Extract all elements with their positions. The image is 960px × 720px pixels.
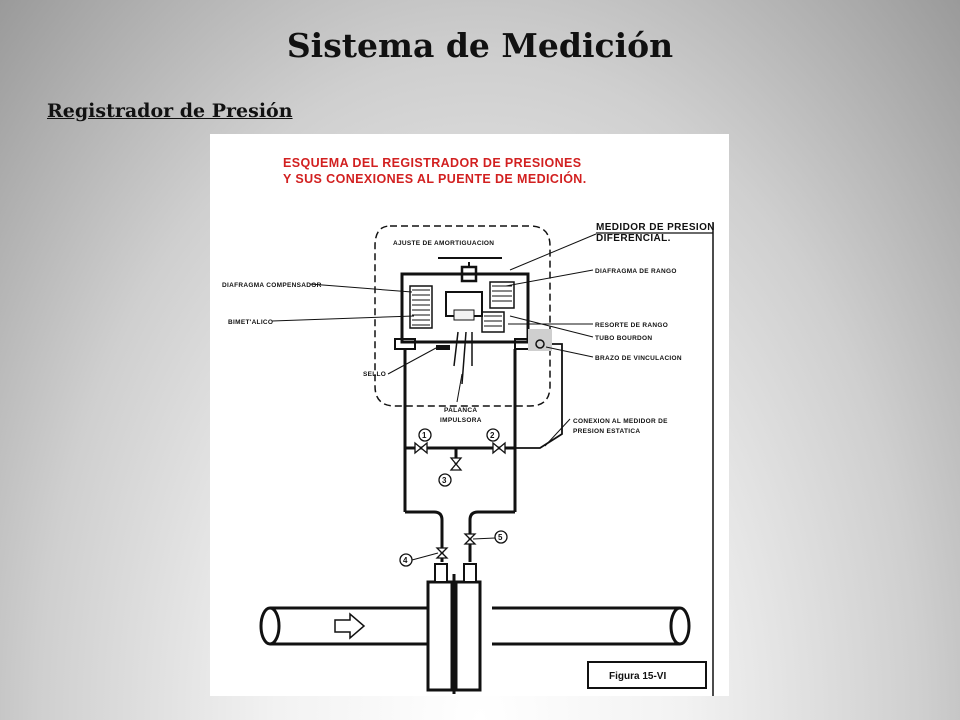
diagram-canvas: ESQUEMA DEL REGISTRADOR DE PRESIONES Y S…	[222, 156, 715, 696]
valve-2-marker	[486, 428, 500, 442]
diagram-heading-line2: Y SUS CONEXIONES AL PUENTE DE MEDICIÓN.	[283, 171, 587, 186]
valve-4-label: 4	[403, 556, 408, 565]
label-sello: SELLO	[363, 371, 386, 378]
label-conexion-line2: PRESION ESTATICA	[573, 428, 640, 435]
slide-title: Sistema de Medición	[286, 26, 674, 65]
valve-3-label: 3	[442, 476, 447, 485]
slide-subtitle: Registrador de Presión	[47, 100, 293, 122]
label-palanca-line1: PALANCA	[444, 407, 477, 414]
label-conexion-line1: CONEXION AL MEDIDOR DE	[573, 418, 668, 425]
figure-caption: Figura 15-VI	[609, 671, 666, 682]
orifice-flange-assembly	[259, 563, 691, 694]
diagram-heading-line1: ESQUEMA DEL REGISTRADOR DE PRESIONES	[283, 156, 581, 170]
differential-pressure-cell	[394, 257, 552, 385]
valve-3-marker	[438, 473, 452, 487]
label-medidor-line2: DIFERENCIAL.	[596, 233, 671, 244]
label-resorte-rango: RESORTE DE RANGO	[595, 322, 668, 329]
valve-1-label: 1	[422, 431, 427, 440]
label-palanca-line2: IMPULSORA	[440, 417, 482, 424]
label-bimetalico: BIMET'ALICO	[228, 319, 273, 326]
valve-2-label: 2	[490, 431, 495, 440]
label-brazo-vinculacion: BRAZO DE VINCULACION	[595, 355, 682, 362]
valve-5-label: 5	[498, 533, 503, 542]
leader-lines	[271, 233, 597, 403]
label-tubo-bourdon: TUBO BOURDON	[595, 335, 652, 342]
conexion-leader	[544, 418, 571, 447]
label-diafragma-rango: DIAFRAGMA DE RANGO	[595, 268, 677, 275]
valve-5-marker	[494, 530, 508, 544]
impulse-piping	[403, 349, 517, 562]
pressure-recorder-diagram: ESQUEMA DEL REGISTRADOR DE PRESIONES Y S…	[210, 134, 729, 696]
label-diafragma-compensador: DIAFRAGMA COMPENSADOR	[222, 282, 322, 289]
figure-caption-box	[587, 661, 707, 689]
static-pressure-line	[515, 343, 563, 449]
valve-1-marker	[418, 428, 432, 442]
recorder-housing	[374, 225, 551, 407]
label-ajuste-amortiguacion: AJUSTE DE AMORTIGUACION	[393, 240, 494, 247]
valve-set	[414, 441, 506, 559]
label-medidor-line1: MEDIDOR DE PRESION	[596, 222, 715, 233]
